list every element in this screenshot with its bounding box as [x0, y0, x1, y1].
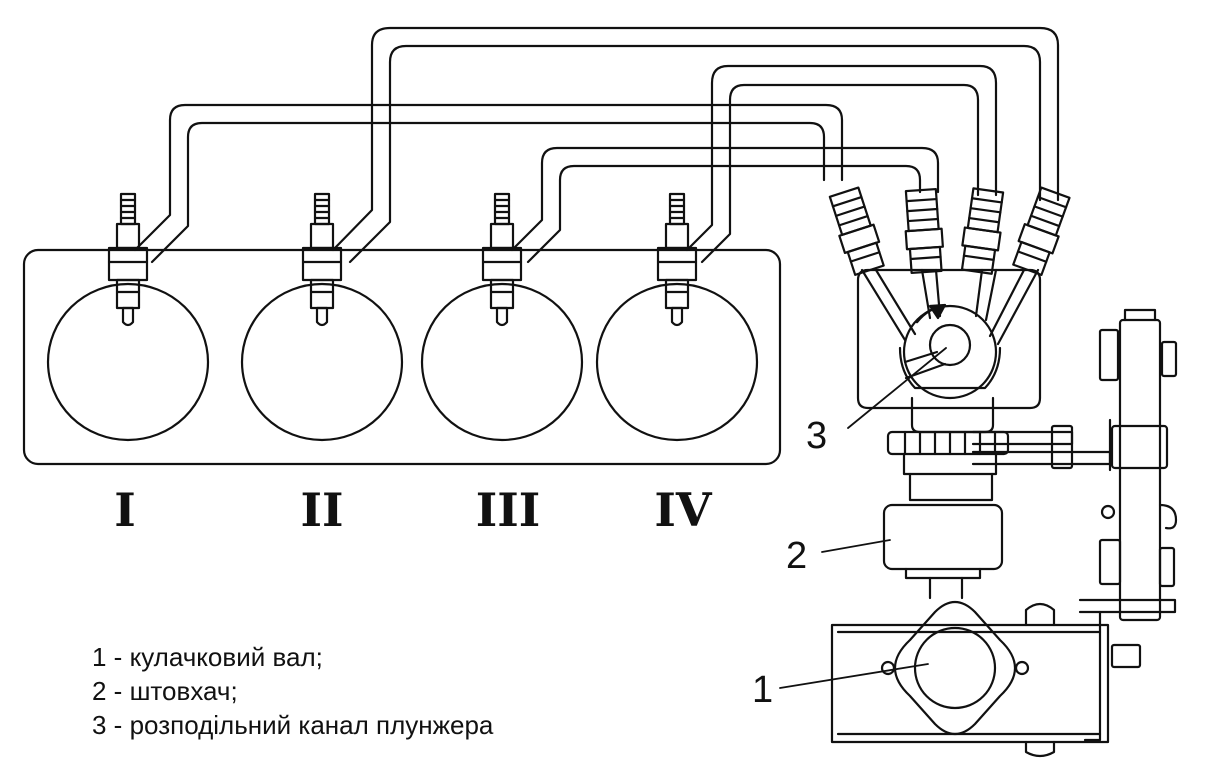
- pump-fitting-1: [828, 186, 885, 276]
- legend-item-1: 1 - кулачковий вал;: [92, 642, 323, 672]
- callout-2: 2: [786, 535, 807, 577]
- cylinder-label-4: IV: [654, 483, 713, 537]
- camshaft-housing: [830, 623, 1110, 744]
- cylinder-3: [420, 282, 584, 442]
- injector-4: [656, 192, 698, 327]
- cylinder-1: [46, 282, 210, 442]
- cylinder-label-1: I: [114, 483, 136, 537]
- fuel-lines: [133, 26, 1060, 264]
- legend-item-2: 2 - штовхач;: [92, 676, 238, 706]
- legend: 1 - кулачковий вал; 2 - штовхач; 3 - роз…: [92, 640, 493, 742]
- injection-pump: [828, 186, 1178, 758]
- pump-fitting-4: [1012, 186, 1071, 276]
- camshaft: [913, 626, 997, 710]
- cylinder-4: [595, 282, 759, 442]
- distributor-rotor: [902, 304, 998, 400]
- distributor-head: [856, 268, 1042, 410]
- legend-item-3: 3 - розподільний канал плунжера: [92, 710, 494, 740]
- cylinder-2: [240, 282, 404, 442]
- engine-block: [22, 248, 782, 466]
- injectors: [107, 192, 698, 327]
- cylinder-label-2: II: [300, 483, 343, 537]
- cylinder-label-3: III: [476, 483, 541, 537]
- injector-2: [301, 192, 343, 327]
- injector-3: [481, 192, 523, 327]
- callout-3: 3: [806, 415, 827, 457]
- camshaft-flange: [894, 600, 1016, 736]
- pump-fittings: [828, 186, 1071, 276]
- fuel-line-2: [331, 26, 1060, 264]
- callout-leaders: [779, 347, 947, 689]
- fuel-line-3: [510, 146, 940, 264]
- callout-1: 1: [752, 669, 773, 711]
- tappet: [882, 503, 1004, 571]
- fuel-line-1: [133, 103, 844, 264]
- injector-1: [107, 192, 149, 327]
- pump-fitting-2: [904, 187, 944, 275]
- pump-fitting-3: [960, 187, 1005, 275]
- fuel-line-4: [685, 64, 998, 264]
